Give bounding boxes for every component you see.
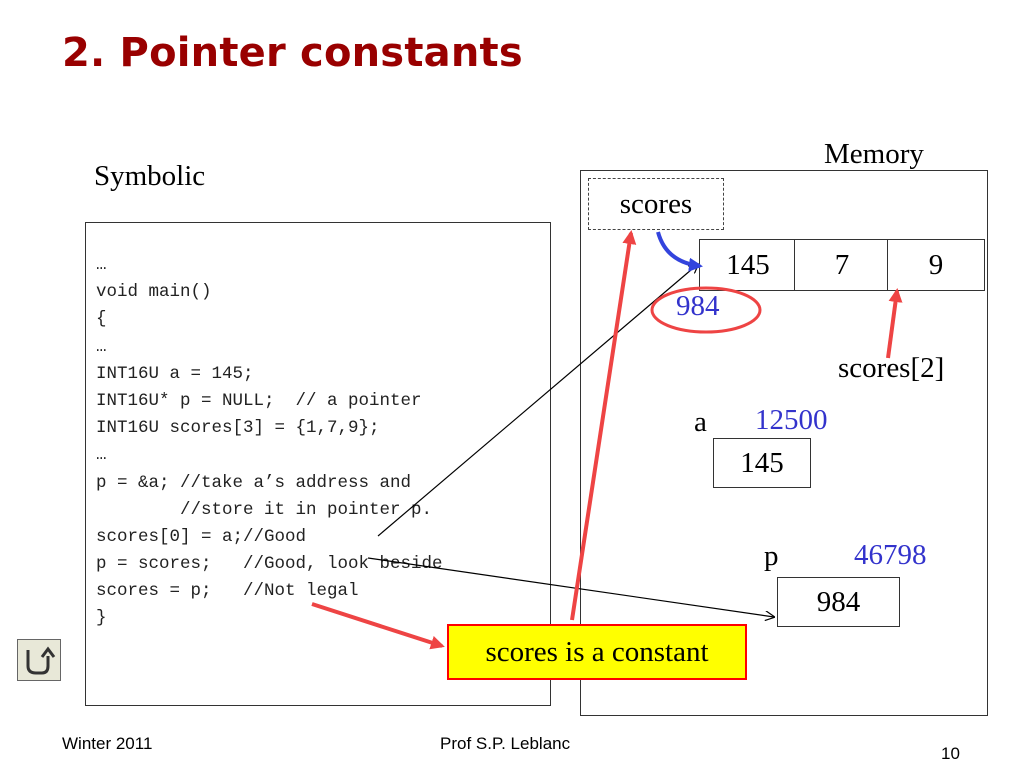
variable-a-value: 145 <box>713 438 811 488</box>
footer-term: Winter 2011 <box>62 734 153 753</box>
scores2-label: scores[2] <box>838 352 945 384</box>
symbolic-label: Symbolic <box>94 160 206 192</box>
code-line-4: … <box>96 336 107 357</box>
code-line-6: INT16U* p = NULL; // a pointer <box>96 390 422 411</box>
memory-label: Memory <box>824 138 924 170</box>
code-line-12: p = scores; //Good, look beside <box>96 554 443 575</box>
footer-author: Prof S.P. Leblanc <box>440 734 571 753</box>
code-line-11: scores[0] = a;//Good <box>96 526 307 547</box>
page-number: 10 <box>941 744 960 763</box>
variable-a-address: 12500 <box>755 404 828 436</box>
code-line-8: … <box>96 445 107 466</box>
code-line-13: scores = p; //Not legal <box>96 581 359 602</box>
variable-p-address: 46798 <box>854 539 927 571</box>
code-line-9: p = &a; //take a’s address and <box>96 472 412 493</box>
constant-callout: scores is a constant <box>447 624 747 680</box>
code-line-2: void main() <box>96 282 212 303</box>
scores-cell-0: 145 <box>699 239 797 291</box>
return-nav-button[interactable] <box>17 639 61 681</box>
return-arrow-icon <box>26 646 56 675</box>
slide-title: 2. Pointer constants <box>62 30 523 76</box>
scores-address: 984 <box>676 290 720 322</box>
code-line-10: //store it in pointer p. <box>96 499 433 520</box>
code-line-1: … <box>96 255 107 275</box>
scores-cell-2: 9 <box>887 239 985 291</box>
code-line-3: { <box>96 309 107 330</box>
scores-cell-1: 7 <box>794 239 890 291</box>
code-line-5: INT16U a = 145; <box>96 363 254 384</box>
code-line-14: } <box>96 608 107 629</box>
variable-a-label: a <box>694 406 707 438</box>
variable-p-value: 984 <box>777 577 900 627</box>
variable-p-label: p <box>764 540 779 572</box>
scores-symbol-box: scores <box>588 178 724 230</box>
code-line-7: INT16U scores[3] = {1,7,9}; <box>96 418 380 439</box>
code-listing: … void main() { … INT16U a = 145; INT16U* p =… <box>96 252 443 633</box>
